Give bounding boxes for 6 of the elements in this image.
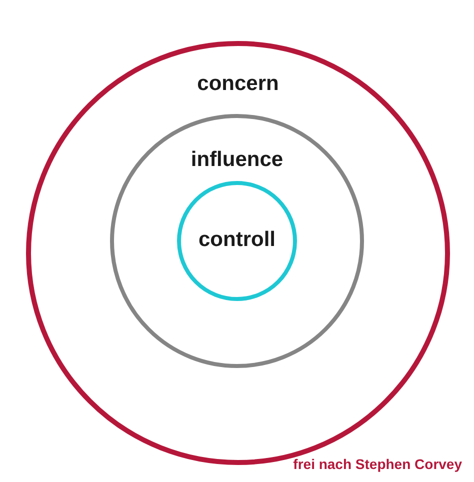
middle-circle xyxy=(110,114,364,368)
circle-label: concern xyxy=(196,72,280,96)
source-note: frei nach Stephen Corvey xyxy=(293,456,462,472)
inner-circle xyxy=(177,181,297,301)
circle-label: controll xyxy=(198,228,276,252)
circle-label: influence xyxy=(190,148,284,172)
